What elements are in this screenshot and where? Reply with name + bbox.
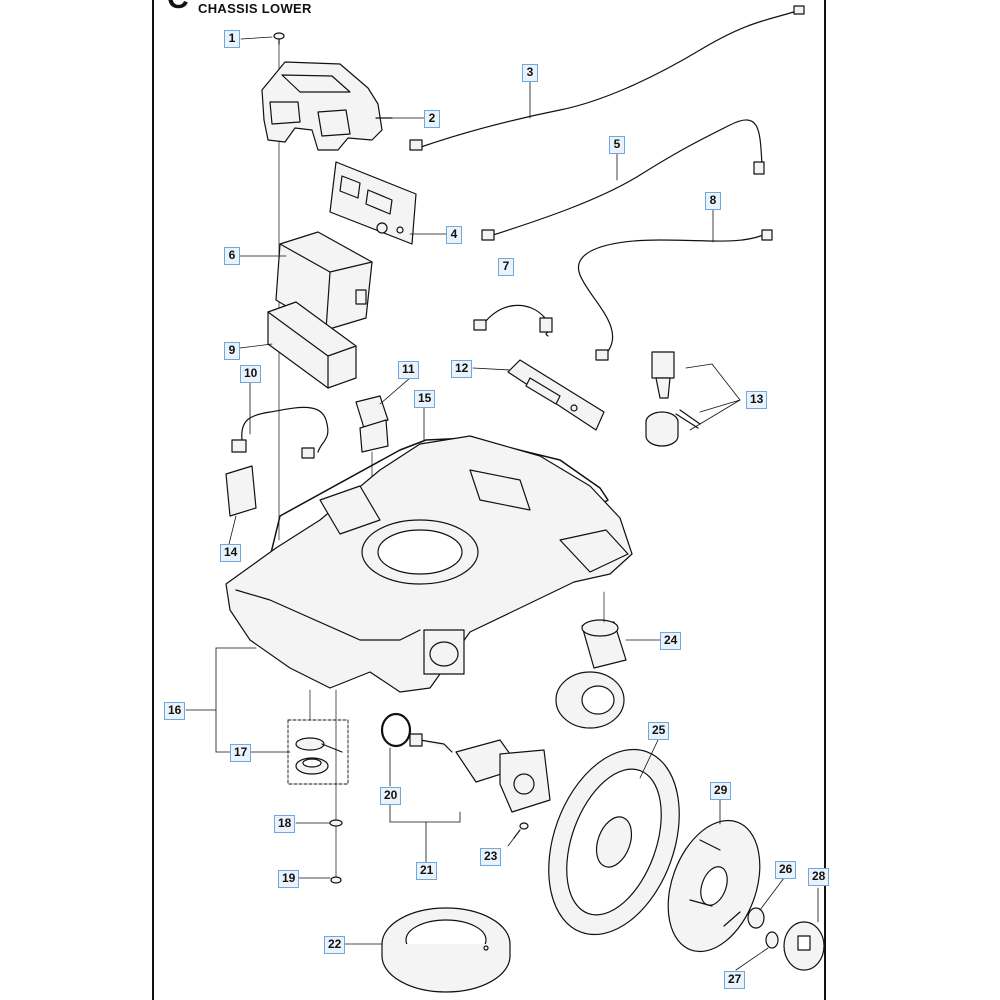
- part-16-lower-chassis: [225, 435, 633, 693]
- section-title: CHASSIS LOWER: [198, 1, 312, 16]
- part-3-cable: [409, 5, 805, 151]
- callout-26: 26: [775, 861, 797, 879]
- part-25-wheel: [548, 748, 680, 936]
- part-17-height-adjust: [287, 689, 349, 879]
- callout-22: 22: [324, 936, 346, 954]
- callout-8: 8: [705, 192, 721, 210]
- part-9-foam-strip: [267, 301, 357, 389]
- callout-17: 17: [230, 744, 252, 762]
- callout-28: 28: [808, 868, 830, 886]
- callout-4: 4: [446, 226, 462, 244]
- callout-6: 6: [224, 247, 240, 265]
- callout-20: 20: [380, 787, 402, 805]
- part-10-sensor-cable: [231, 406, 329, 459]
- part-7-short-cable: [473, 304, 553, 337]
- part-4-circuit-board: [329, 161, 417, 245]
- part-20-oring: [380, 712, 412, 748]
- callout-15: 15: [414, 390, 436, 408]
- part-24-wheel-motor: [555, 591, 627, 729]
- callout-24: 24: [660, 632, 682, 650]
- callout-3: 3: [522, 64, 538, 82]
- part-13-connector-set: [645, 351, 701, 447]
- part-29-hub-cap: [667, 819, 761, 953]
- part-8-cable: [577, 229, 773, 361]
- callout-1: 1: [224, 30, 240, 48]
- part-1-screw: [273, 32, 285, 45]
- part-23-screw: [513, 822, 529, 839]
- callout-14: 14: [220, 544, 242, 562]
- frame-left-border: [152, 0, 154, 1000]
- part-21-drive-motor: [409, 733, 551, 813]
- part-28-cover: [783, 921, 825, 971]
- part-26-washer: [747, 907, 765, 929]
- part-14-pad: [225, 465, 257, 517]
- callout-23: 23: [480, 848, 502, 866]
- callout-19: 19: [278, 870, 300, 888]
- frame-right-border: [824, 0, 826, 1000]
- part-22-ring-base: [381, 907, 511, 993]
- callout-10: 10: [240, 365, 262, 383]
- part-27-nut: [765, 931, 779, 949]
- callout-21: 21: [416, 862, 438, 880]
- callout-27: 27: [724, 971, 746, 989]
- callout-29: 29: [710, 782, 732, 800]
- callout-2: 2: [424, 110, 440, 128]
- callout-12: 12: [451, 360, 473, 378]
- callout-5: 5: [609, 136, 625, 154]
- part-19-screw: [330, 876, 342, 884]
- part-2-connector-housing: [261, 61, 393, 151]
- section-letter: C: [167, 0, 189, 14]
- callout-9: 9: [224, 342, 240, 360]
- callout-11: 11: [398, 361, 419, 379]
- part-5-cable: [481, 119, 765, 241]
- callout-18: 18: [274, 815, 296, 833]
- part-12-sensor-board: [507, 359, 605, 431]
- part-18-washer: [329, 819, 343, 827]
- callout-7: 7: [498, 258, 514, 276]
- callout-16: 16: [164, 702, 186, 720]
- leader-lines: [185, 36, 819, 971]
- callout-13: 13: [746, 391, 768, 409]
- callout-25: 25: [648, 722, 670, 740]
